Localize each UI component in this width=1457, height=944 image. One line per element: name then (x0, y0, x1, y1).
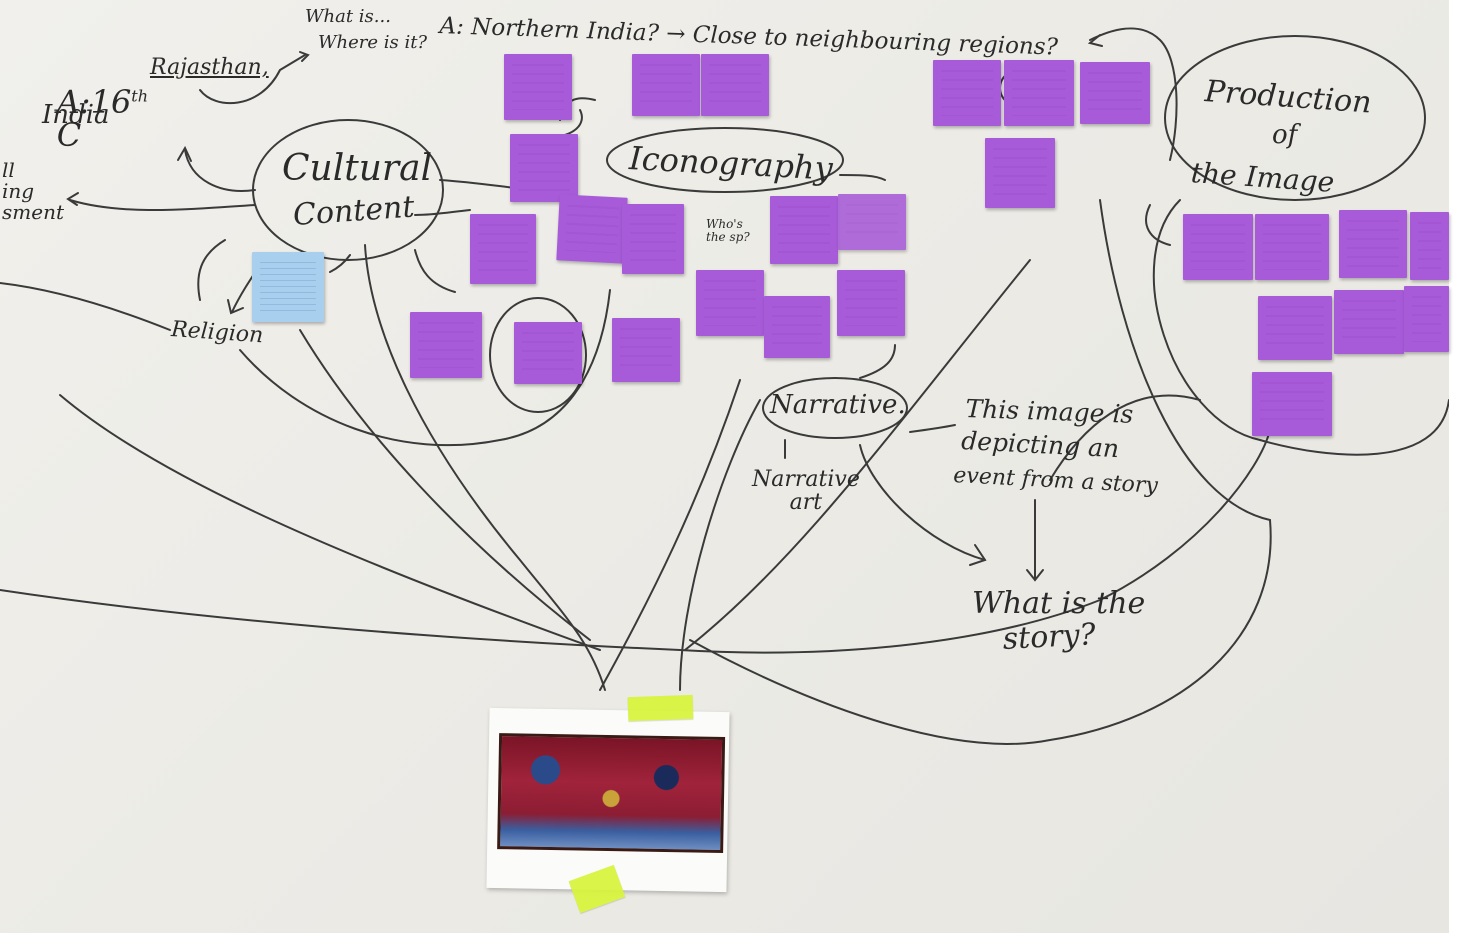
label-whos-the-sp: Who's the sp? (706, 217, 750, 244)
label-depicting-1: This image is (965, 394, 1134, 429)
sticky-note (612, 318, 680, 382)
sticky-note (1339, 210, 1407, 278)
sticky-note (410, 312, 482, 378)
sticky-note (1183, 214, 1253, 280)
narrative-bubble (762, 377, 908, 439)
label-16th-century: A:16th C (16, 52, 148, 186)
label-what-is: What is... (305, 6, 391, 27)
sticky-note (1334, 290, 1404, 354)
label-rajasthan: Rajasthan, (150, 55, 269, 80)
label-of: of (1272, 120, 1298, 150)
sticky-note (1258, 296, 1332, 360)
sticky-note (764, 296, 830, 358)
printed-image-sheet (486, 707, 730, 893)
painting-image (497, 733, 726, 854)
sticky-note (1255, 214, 1329, 280)
sticky-note (1404, 286, 1449, 352)
sticky-note (696, 270, 764, 336)
production-loop (1152, 199, 1449, 456)
sticky-note (985, 138, 1055, 208)
label-narrative: Narrative. (770, 390, 906, 420)
tape-top (627, 694, 694, 722)
iconography-bubble (606, 127, 844, 193)
sticky-note-blue (252, 252, 324, 322)
cultural-content-bubble (252, 119, 444, 261)
sticky-note (1410, 212, 1449, 280)
sticky-note (1252, 372, 1332, 436)
sticky-note (632, 54, 700, 116)
label-16th-a: A:16 (56, 82, 132, 121)
sticky-note (1080, 62, 1150, 124)
label-content: Content (291, 189, 416, 233)
sticky-note (837, 270, 905, 336)
production-bubble (1164, 35, 1426, 201)
sticky-note (770, 196, 838, 264)
label-16th-c: C (56, 116, 82, 155)
sticky-note (514, 322, 582, 384)
sticky-note (838, 194, 906, 250)
sticky-note (622, 204, 684, 274)
label-narrative-art: Narrative art (752, 467, 860, 516)
sticky-note (1004, 60, 1074, 126)
label-story: story? (1001, 617, 1097, 657)
circled-note-2 (489, 297, 587, 413)
sticky-note (504, 54, 572, 120)
sticky-note (701, 54, 769, 116)
label-left-edge: ll ing sment (2, 158, 64, 224)
label-where-is-it: Where is it? (318, 32, 428, 53)
label-cultural: Cultural (282, 148, 433, 189)
sticky-note (470, 214, 536, 284)
label-india: India (42, 100, 110, 130)
label-16th-sup: th (131, 85, 149, 105)
sticky-note (556, 194, 628, 264)
sticky-note (510, 134, 578, 202)
sticky-note (933, 60, 1001, 126)
label-what-is-the: What is the (972, 586, 1146, 621)
